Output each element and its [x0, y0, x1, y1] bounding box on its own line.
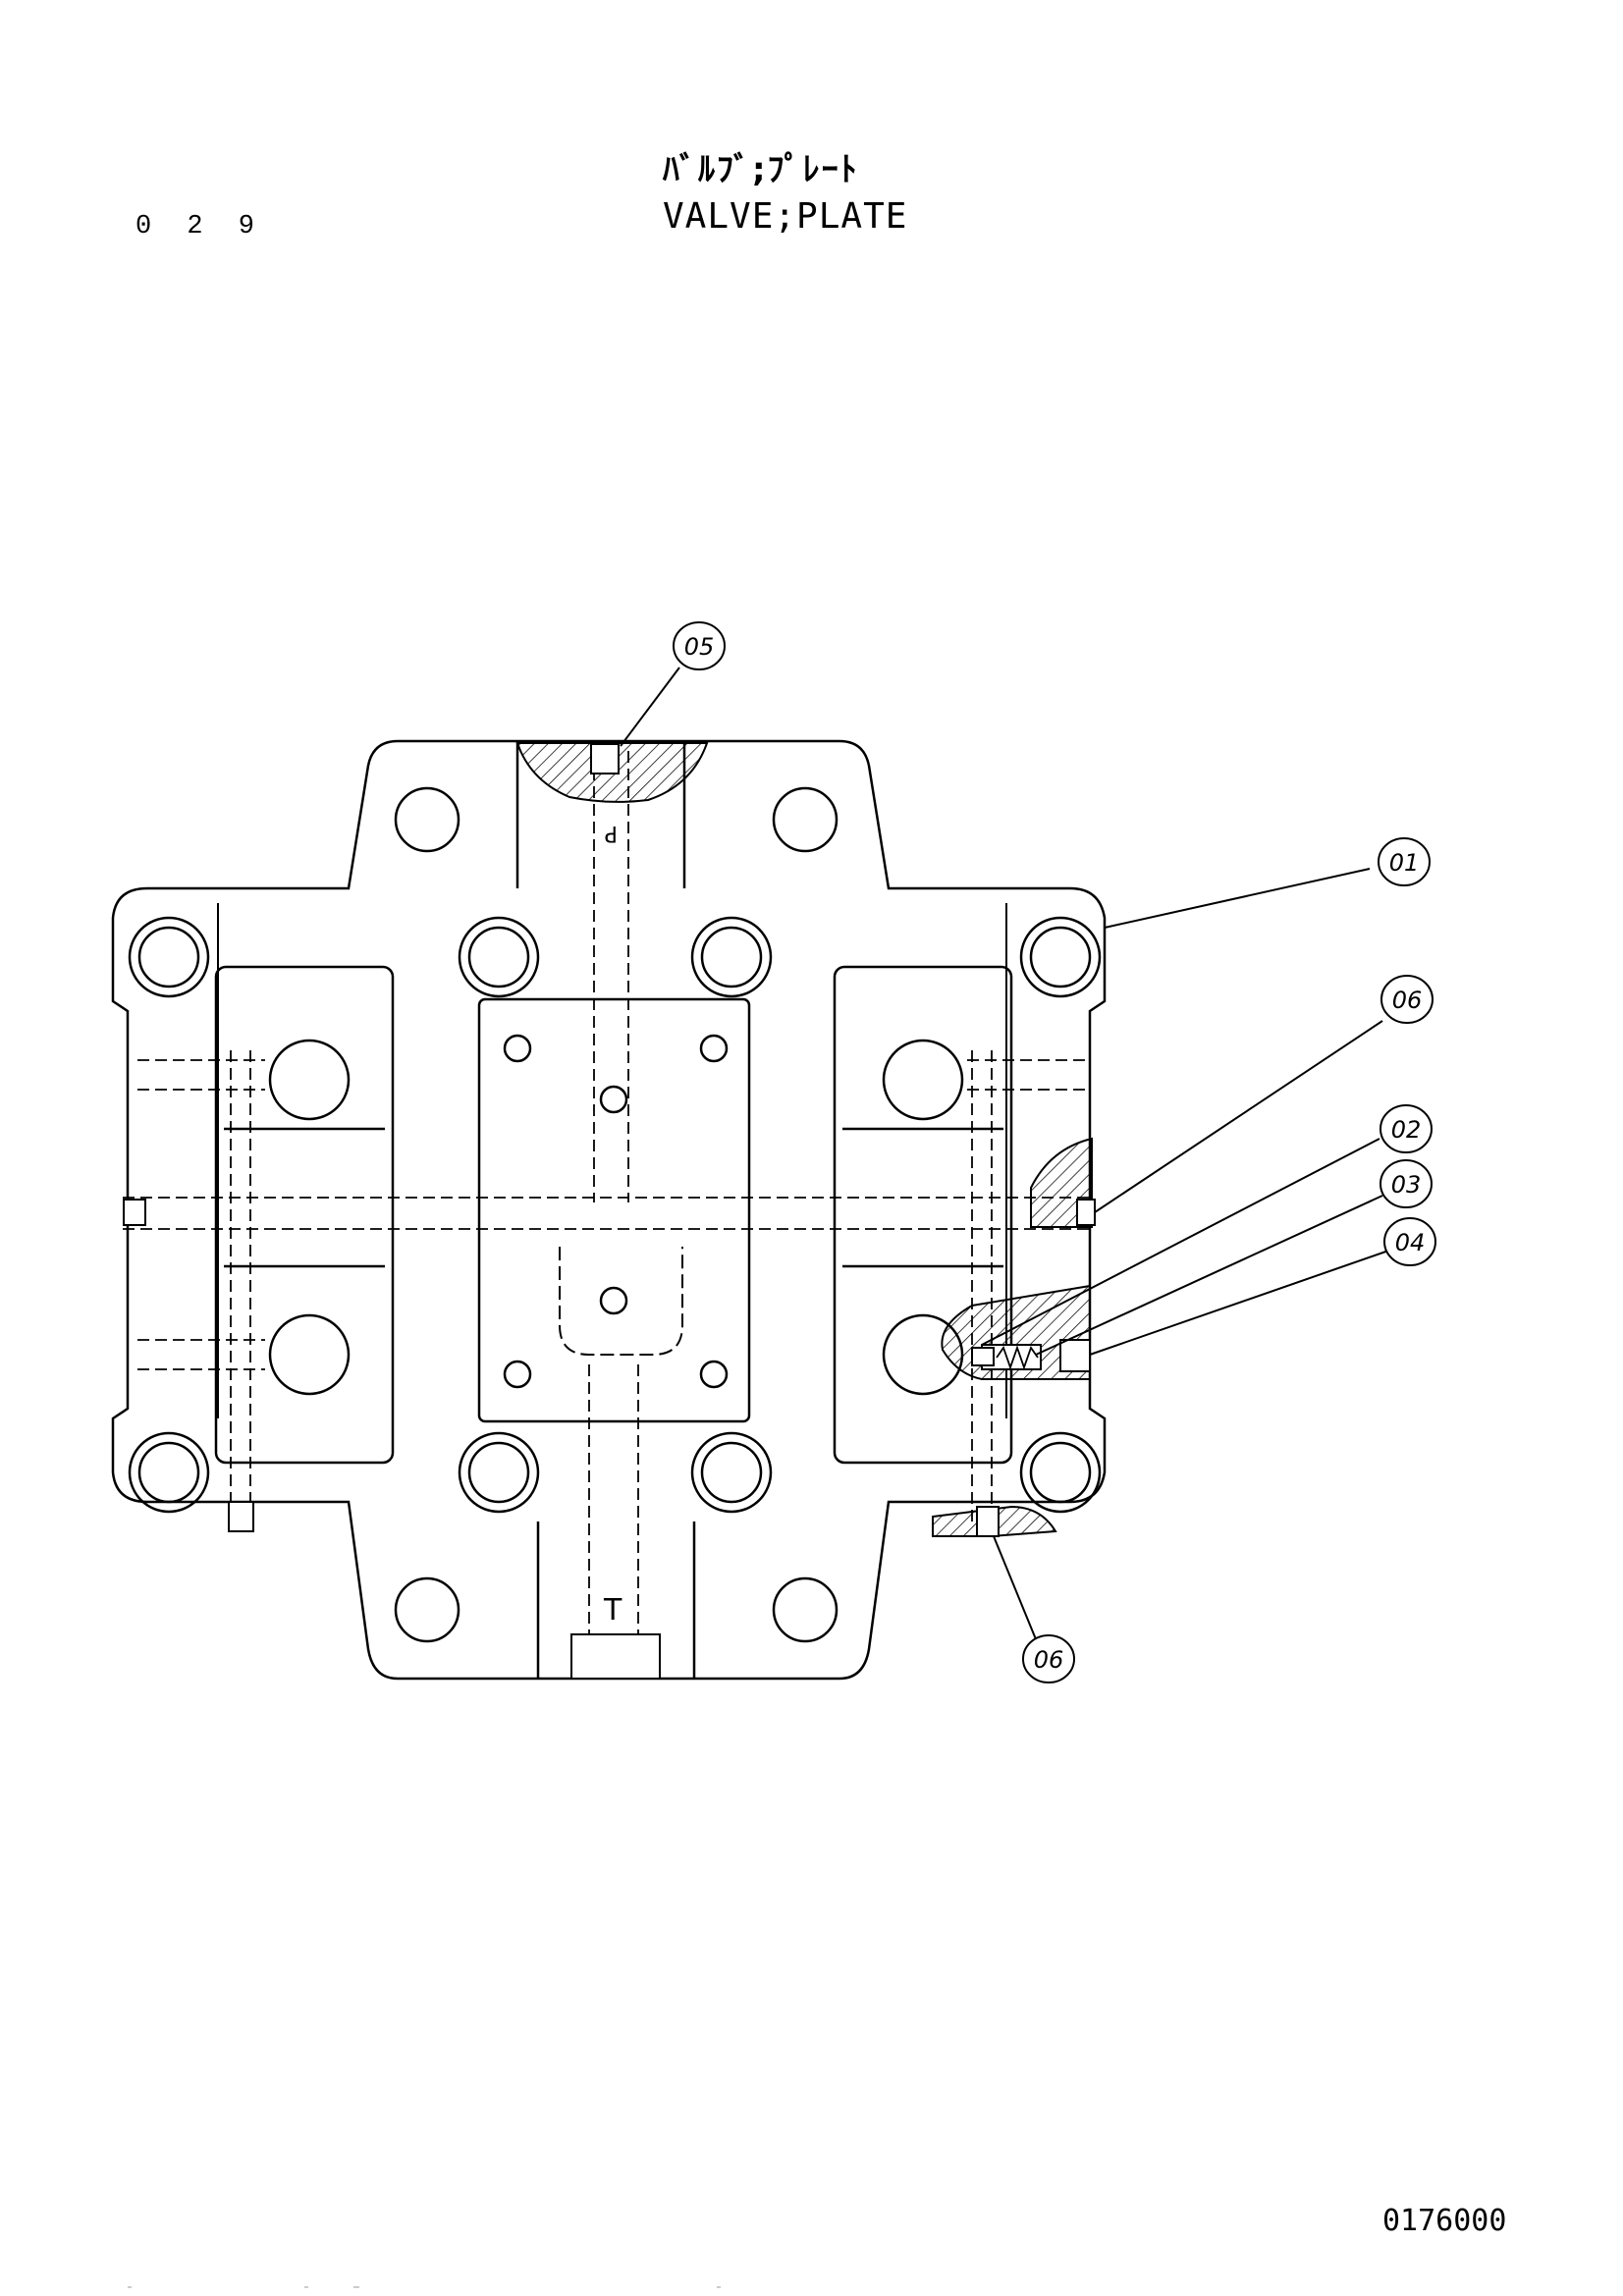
svg-text:02: 02	[1391, 1116, 1422, 1144]
callout-06-right: 06	[1380, 975, 1434, 1024]
body-outline	[111, 739, 1107, 1681]
svg-text:03: 03	[1391, 1171, 1422, 1199]
svg-text:04: 04	[1395, 1229, 1426, 1256]
drawing-code: 0176000	[1382, 2204, 1507, 2238]
port-p-mark: P	[605, 821, 618, 845]
svg-text:05: 05	[684, 633, 715, 661]
plug-05	[590, 743, 620, 774]
callout-06-bottom: 06	[1022, 1634, 1075, 1683]
left-pocket	[214, 965, 395, 1465]
callout-03: 03	[1380, 1159, 1433, 1208]
right-pocket	[833, 965, 1013, 1465]
svg-text:06: 06	[1392, 987, 1423, 1014]
svg-text:06: 06	[1034, 1646, 1064, 1674]
callout-01: 01	[1378, 837, 1431, 886]
port-t-mark: T	[603, 1593, 622, 1628]
cover-plate	[477, 997, 751, 1423]
svg-text:01: 01	[1389, 849, 1420, 877]
title-english: VALVE;PLATE	[663, 196, 908, 237]
title-japanese: ﾊﾞﾙﾌﾞ;ﾌﾟﾚｰﾄ	[663, 150, 859, 189]
callout-02: 02	[1380, 1104, 1433, 1153]
callout-04: 04	[1383, 1217, 1436, 1266]
plug-06-bottom	[976, 1506, 1000, 1537]
bolt-holes	[128, 786, 1102, 1643]
callout-05-top: 05	[673, 621, 726, 670]
plug-06-right	[1076, 1199, 1096, 1226]
page-number: 0 2 9	[135, 212, 265, 241]
